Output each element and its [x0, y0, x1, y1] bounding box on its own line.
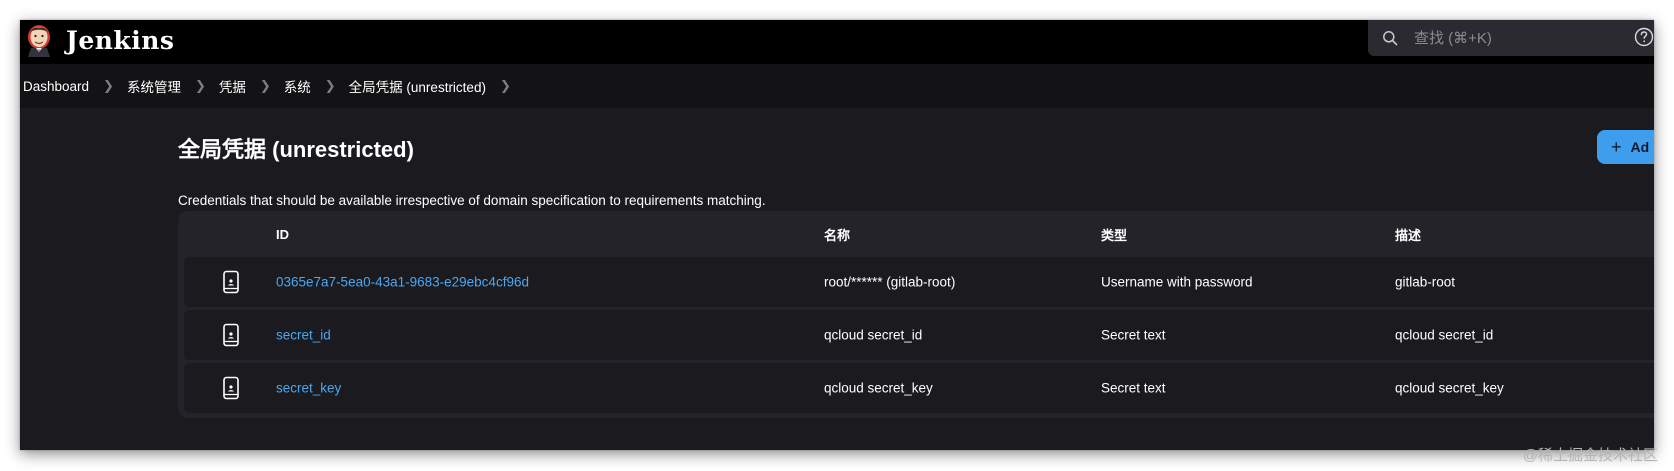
- credential-id-link[interactable]: 0365e7a7-5ea0-43a1-9683-e29ebc4cf96d: [276, 274, 529, 290]
- credential-device-icon: [223, 270, 239, 294]
- credential-name: qcloud secret_key: [824, 380, 933, 396]
- table-row: secret_key qcloud secret_key Secret text…: [184, 363, 1654, 413]
- top-header: Jenkins: [20, 20, 1654, 64]
- credential-type: Secret text: [1101, 327, 1166, 343]
- jenkins-logo[interactable]: Jenkins: [24, 20, 174, 60]
- search-box[interactable]: [1368, 20, 1654, 56]
- credential-type: Username with password: [1101, 274, 1253, 290]
- chevron-right-icon: ❯: [324, 78, 336, 93]
- breadcrumb: Dashboard ❯ 系统管理 ❯ 凭据 ❯ 系统 ❯ 全局凭据 (unres…: [23, 64, 524, 108]
- column-header-name[interactable]: 名称: [824, 227, 851, 243]
- breadcrumb-global-credentials[interactable]: 全局凭据 (unrestricted): [348, 80, 486, 95]
- credential-id-link[interactable]: secret_key: [276, 380, 342, 396]
- credential-description: qcloud secret_key: [1395, 380, 1504, 396]
- credential-description: gitlab-root: [1395, 274, 1456, 290]
- watermark: @稀土掘金技术社区: [1522, 447, 1658, 464]
- credential-name: qcloud secret_id: [824, 327, 923, 343]
- credential-description: qcloud secret_id: [1395, 327, 1494, 343]
- credentials-table: ID 名称 类型 描述 0365e7a7-5ea0-43a1-9683-e29e…: [178, 211, 1654, 418]
- add-button-label: Ad: [1630, 139, 1650, 155]
- chevron-right-icon: ❯: [194, 78, 206, 93]
- credential-device-icon: [223, 376, 239, 400]
- table-row: 0365e7a7-5ea0-43a1-9683-e29ebc4cf96d roo…: [184, 257, 1654, 307]
- credential-type: Secret text: [1101, 380, 1166, 396]
- plus-icon: +: [1611, 137, 1622, 157]
- breadcrumb-dashboard[interactable]: Dashboard: [23, 78, 90, 94]
- chevron-right-icon: ❯: [103, 78, 114, 93]
- breadcrumb-system[interactable]: 系统: [283, 80, 311, 95]
- breadcrumb-bar: Dashboard ❯ 系统管理 ❯ 凭据 ❯ 系统 ❯ 全局凭据 (unres…: [20, 64, 1654, 108]
- credential-id-link[interactable]: secret_id: [276, 327, 331, 343]
- breadcrumb-credentials[interactable]: 凭据: [218, 80, 246, 95]
- credential-device-icon: [223, 323, 239, 347]
- chevron-right-icon: ❯: [259, 78, 271, 93]
- chevron-right-icon[interactable]: ❯: [499, 78, 511, 93]
- domain-description: Credentials that should be available irr…: [178, 193, 766, 208]
- column-header-description[interactable]: 描述: [1395, 227, 1422, 243]
- search-input[interactable]: [1412, 28, 1616, 48]
- breadcrumb-system-management[interactable]: 系统管理: [126, 80, 181, 95]
- column-header-id[interactable]: ID: [276, 226, 289, 242]
- credential-name: root/****** (gitlab-root): [824, 274, 956, 290]
- table-row: secret_id qcloud secret_id Secret text q…: [184, 310, 1654, 360]
- jenkins-butler-logo-icon: [28, 25, 50, 57]
- help-icon[interactable]: [1634, 27, 1654, 47]
- app-name: Jenkins: [66, 25, 175, 55]
- page-title: 全局凭据 (unrestricted): [178, 137, 414, 162]
- app-window: Jenkins Dashboard ❯ 系统管理 ❯ 凭据 ❯ 系统 ❯ 全局凭…: [20, 20, 1654, 450]
- add-credentials-button[interactable]: + Ad: [1597, 130, 1654, 164]
- search-icon: [1383, 31, 1398, 46]
- table-header: ID 名称 类型 描述: [178, 211, 1654, 257]
- column-header-type[interactable]: 类型: [1101, 227, 1128, 243]
